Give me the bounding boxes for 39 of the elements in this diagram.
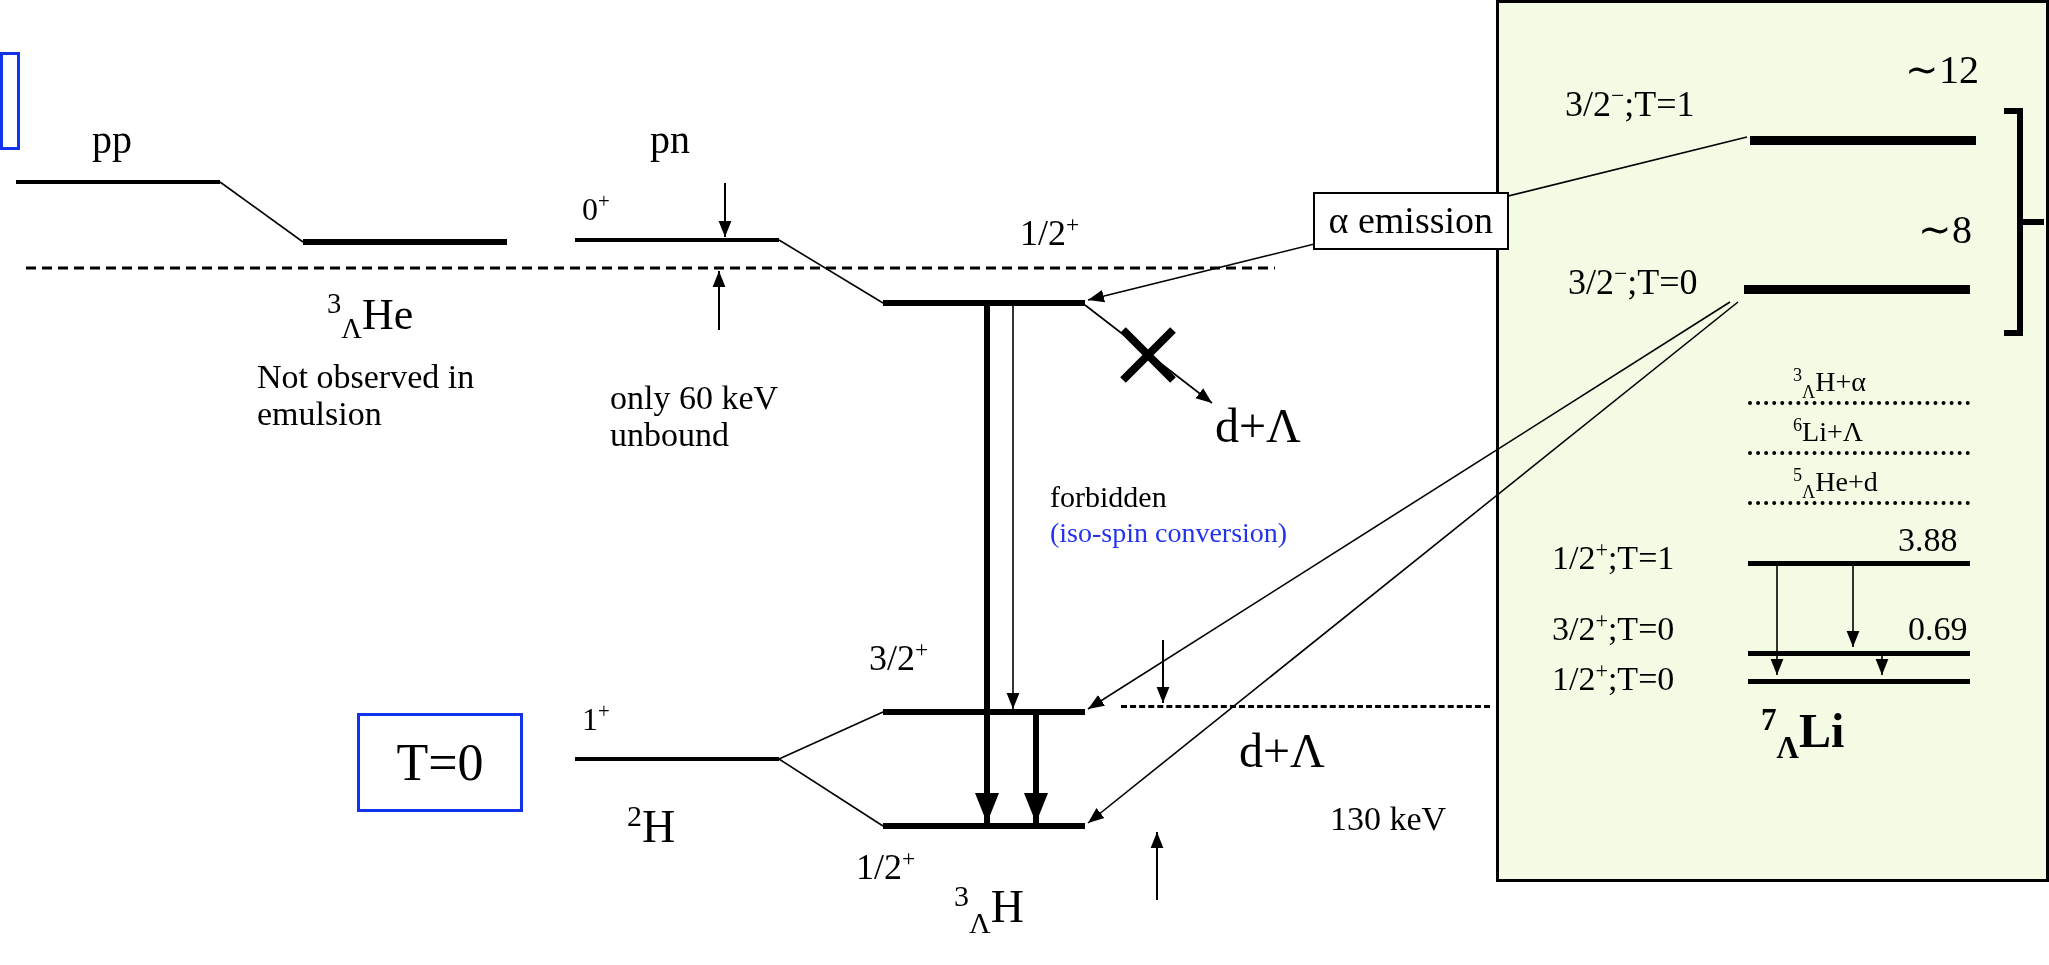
spin-parity-label: 3/2$^{+}$ bbox=[869, 637, 929, 679]
level-label: 1/2$^{+}$;T=0 bbox=[1552, 659, 1675, 698]
note-text: 130 keV bbox=[1330, 800, 1447, 838]
energy-value: 0.69 bbox=[1908, 610, 1968, 648]
transition-arrow bbox=[1006, 305, 1020, 710]
transition-arrow bbox=[1024, 715, 1048, 823]
spin-parity-label: 1/2$^{+}$ bbox=[856, 846, 916, 888]
level-label: 1/2$^{+}$;T=1 bbox=[1552, 538, 1675, 577]
particle-label: pn bbox=[650, 118, 690, 162]
particle-label: pp bbox=[92, 118, 132, 162]
connector-line bbox=[778, 239, 884, 304]
state-box bbox=[0, 52, 20, 150]
connector-line bbox=[219, 181, 304, 243]
transition-arrow bbox=[1087, 301, 1739, 824]
spin-parity-label: 0$^{+}$ bbox=[582, 190, 610, 227]
energy-value: ∼8 bbox=[1918, 208, 1972, 252]
transition-arrow bbox=[975, 306, 999, 823]
note-text: only 60 keV unbound bbox=[610, 379, 779, 454]
note-text: forbidden bbox=[1050, 480, 1167, 513]
note-text: (iso-spin conversion) bbox=[1050, 518, 1288, 549]
edge-label: α emission bbox=[1312, 192, 1510, 250]
level-label: 3/2$^{−}$;T=1 bbox=[1565, 83, 1695, 125]
group-panel bbox=[1496, 0, 2049, 882]
nucleus-label: $^{2}$H bbox=[627, 800, 676, 853]
connector-line bbox=[778, 758, 884, 827]
threshold-label: $^{6}$Li+Λ bbox=[1793, 415, 1864, 449]
spin-parity-label: 1/2$^{+}$ bbox=[1020, 212, 1080, 254]
decay-product-label: d+Λ bbox=[1215, 400, 1301, 453]
level-label: 3/2$^{+}$;T=0 bbox=[1552, 609, 1675, 648]
level-label: 3/2$^{−}$;T=0 bbox=[1568, 261, 1698, 303]
connector-line bbox=[778, 711, 884, 760]
transition-arrow bbox=[1087, 301, 1731, 710]
state-box: T=0 bbox=[357, 713, 523, 812]
energy-value: ∼12 bbox=[1905, 48, 1979, 92]
energy-value: 3.88 bbox=[1898, 521, 1958, 559]
decay-product-label: d+Λ bbox=[1239, 725, 1325, 778]
transition-arrow bbox=[1084, 304, 1213, 404]
note-text: Not observed in emulsion bbox=[257, 358, 476, 433]
spin-parity-label: 1$^{+}$ bbox=[582, 700, 610, 737]
